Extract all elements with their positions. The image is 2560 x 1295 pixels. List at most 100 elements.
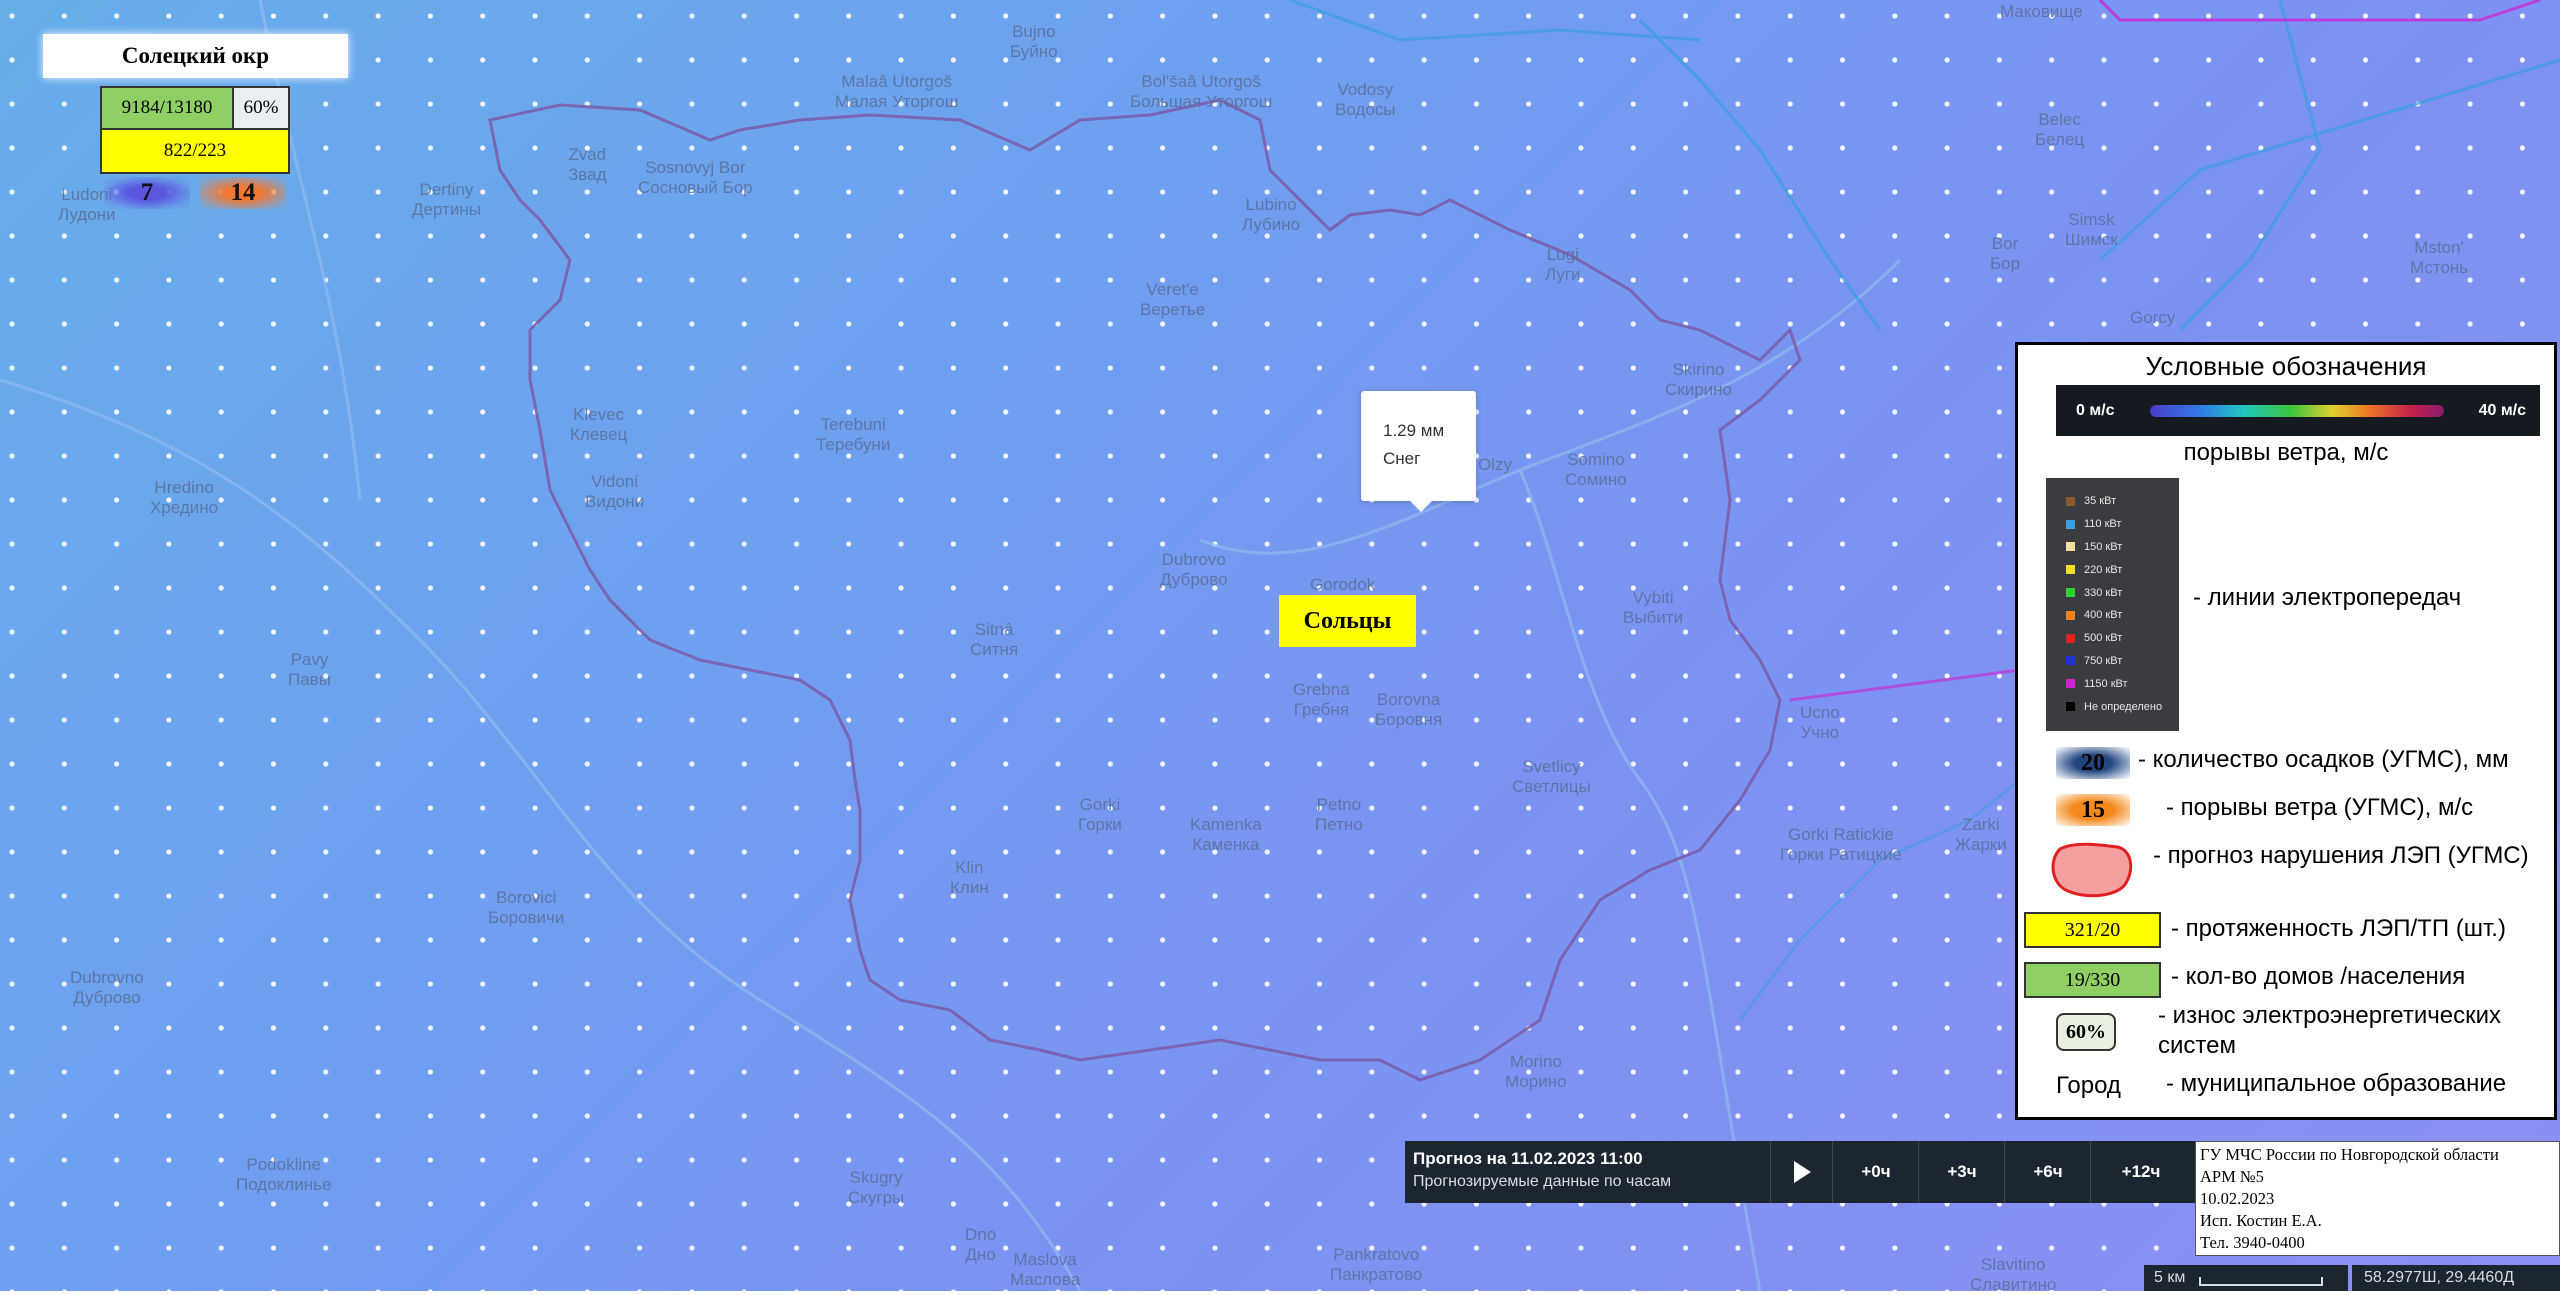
place-name-latin: Gorki Ratickie xyxy=(1788,825,1894,844)
voltage-swatch xyxy=(2066,542,2075,552)
voltage-legend-row: 220 кВт xyxy=(2066,558,2179,581)
place-name-cyrillic: Малая Уторгош xyxy=(835,92,959,111)
district-boundary xyxy=(488,98,1802,1082)
place-name-latin: Dertiny xyxy=(419,180,474,199)
place-label: Gorodok xyxy=(1310,575,1375,595)
place-name-latin: Terebuni xyxy=(820,415,886,434)
place-name-cyrillic: Петно xyxy=(1315,815,1363,834)
voltage-swatch xyxy=(2066,656,2075,666)
forecast-desc: - прогноз нарушения ЛЭП (УГМС) xyxy=(2153,842,2529,869)
step-12h-button[interactable]: +12ч xyxy=(2090,1141,2191,1203)
place-name-latin: Morino xyxy=(1509,1052,1562,1071)
place-name-latin: Dubrovno xyxy=(70,968,144,987)
place-name-latin: Mston' xyxy=(2414,238,2464,257)
place-name-cyrillic: Клин xyxy=(950,878,989,897)
place-name-cyrillic: Боровня xyxy=(1375,710,1443,729)
city-desc: - муниципальное образование xyxy=(2166,1070,2507,1097)
forecast-area-icon xyxy=(2051,842,2133,898)
legend-panel: Условные обозначения 0 м/с 40 м/с порывы… xyxy=(2015,342,2557,1120)
voltage-legend-row: Не определено xyxy=(2066,695,2179,718)
step-6h-button[interactable]: +6ч xyxy=(2004,1141,2091,1203)
place-name-cyrillic: Гребня xyxy=(1293,700,1349,719)
place-name-latin: Borovna xyxy=(1376,690,1441,709)
voltage-legend-row: 500 кВт xyxy=(2066,627,2179,650)
voltage-label: 35 кВт xyxy=(2084,495,2117,508)
place-name-latin: Skugry xyxy=(849,1168,903,1187)
voltage-label: 220 кВт xyxy=(2084,563,2123,576)
place-name-latin: Lubino xyxy=(1245,195,1297,214)
precip-desc: - количество осадков (УГМС), мм xyxy=(2138,746,2509,773)
place-name-cyrillic: Подоклинье xyxy=(236,1175,332,1194)
city-sample: Город xyxy=(2056,1072,2121,1099)
wear-percent-box: 60% xyxy=(234,86,290,130)
voltage-label: 330 кВт xyxy=(2084,586,2123,599)
wind-gust-badge: 14 xyxy=(200,177,286,209)
wear-sample-box: 60% xyxy=(2056,1013,2116,1051)
info-phone: Тел. 3940-0400 xyxy=(2200,1233,2305,1252)
voltage-swatch xyxy=(2066,588,2075,598)
place-name-cyrillic: Маслова xyxy=(1010,1270,1081,1289)
place-name-latin: Sitnâ xyxy=(974,620,1014,639)
district-title: Солецкий окр xyxy=(43,34,348,78)
place-name-latin: Malaâ Utorgoš xyxy=(841,72,952,91)
place-name-cyrillic: Скугры xyxy=(848,1188,905,1207)
place-name-latin: Zarki xyxy=(1961,815,2000,834)
place-name-latin: Olzy xyxy=(1478,455,1512,474)
place-name-cyrillic: Каменка xyxy=(1192,835,1260,854)
voltage-swatch xyxy=(2066,610,2075,620)
voltage-swatch xyxy=(2066,633,2075,643)
step-3h-button[interactable]: +3ч xyxy=(1918,1141,2005,1203)
place-name-latin: Klevec xyxy=(573,405,625,424)
place-name-cyrillic: Звад xyxy=(568,165,607,184)
place-name-cyrillic: Славитино xyxy=(1970,1275,2057,1294)
place-name-cyrillic: Веретье xyxy=(1140,300,1206,319)
map-scale: 5 км xyxy=(2144,1265,2348,1291)
place-name-cyrillic: Хредино xyxy=(150,498,219,517)
precipitation-badge: 7 xyxy=(104,177,190,209)
precipitation-popup[interactable]: 1.29 мм Снег xyxy=(1361,391,1476,512)
scale-bar xyxy=(2199,1276,2324,1286)
voltage-swatch xyxy=(2066,496,2075,506)
place-name-cyrillic: Панкратово xyxy=(1330,1265,1423,1284)
legend-title: Условные обозначения xyxy=(2145,351,2427,381)
place-name-cyrillic: Буйно xyxy=(1010,42,1058,61)
place-name-latin: Gorcy xyxy=(2130,308,2176,327)
gust-sample-badge: 15 xyxy=(2056,794,2130,826)
place-label: Gorcy xyxy=(2130,308,2175,328)
wind-scale-max: 40 м/с xyxy=(2478,401,2526,419)
popup-precip-type: Снег xyxy=(1383,449,1421,468)
voltage-legend-row: 400 кВт xyxy=(2066,604,2179,627)
place-name-latin: Klin xyxy=(955,858,984,877)
info-executor: Исп. Костин Е.А. xyxy=(2200,1211,2322,1230)
place-name-cyrillic: Учно xyxy=(1800,723,1840,742)
info-date: 10.02.2023 xyxy=(2200,1189,2275,1208)
precip-sample-badge: 20 xyxy=(2056,747,2130,779)
place-name-cyrillic: Бор xyxy=(1990,254,2021,273)
voltage-swatch xyxy=(2066,565,2075,575)
place-label: Маковище xyxy=(2000,2,2083,22)
place-name-latin: Ucno xyxy=(1800,703,1840,722)
play-button[interactable] xyxy=(1770,1141,1833,1203)
place-name-latin: Somino xyxy=(1567,450,1625,469)
place-name-latin: Vybiti xyxy=(1632,588,1674,607)
step-0h-button[interactable]: +0ч xyxy=(1832,1141,1919,1203)
place-name-latin: Gorodok xyxy=(1310,575,1376,594)
